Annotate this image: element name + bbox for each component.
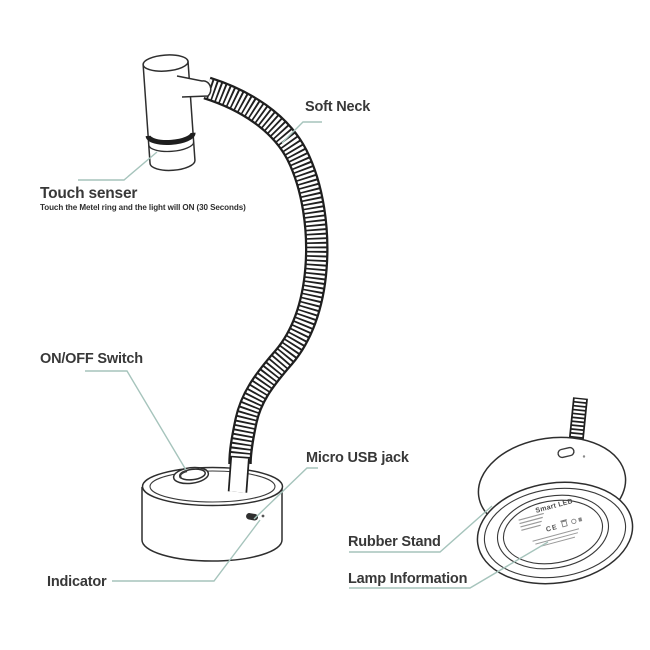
leader-on-off-switch [85, 370, 187, 471]
cert-icon [578, 517, 583, 522]
label-spec-line [520, 520, 542, 528]
callout-rubber-stand: Rubber Stand [348, 534, 441, 550]
label-text-line [535, 532, 579, 545]
indicator-dot [261, 514, 265, 518]
callout-soft-neck: Soft Neck [305, 99, 371, 115]
label-spec-line [518, 512, 544, 521]
leader-soft-neck [281, 121, 322, 144]
head-top-face [142, 54, 189, 72]
base-bottom-view: Smart LED CE [476, 397, 634, 585]
leader-touch-sensor [78, 151, 158, 181]
leader-indicator [112, 519, 261, 582]
lamp-figure [141, 54, 329, 562]
base-bottom-rim [483, 487, 627, 579]
base-top-rim [141, 466, 284, 507]
callout-micro-usb-jack: Micro USB jack [306, 450, 410, 466]
gooseneck [203, 76, 329, 493]
cert-icon [571, 518, 577, 524]
label-spec-line [519, 516, 543, 525]
label-text-line [532, 528, 580, 542]
usb-slot-dot [582, 455, 586, 458]
weee-bin-icon [560, 519, 568, 528]
touch-metal-ring [145, 132, 196, 146]
leader-lamp-information [349, 541, 549, 589]
label-text-line [540, 536, 576, 547]
rubber-ring [496, 494, 610, 570]
callout-indicator: Indicator [47, 574, 107, 590]
base-bottom-face [476, 481, 634, 585]
base-top-inner-rim [149, 470, 276, 503]
leader-rubber-stand [349, 505, 493, 553]
callout-lamp-information: Lamp Information [348, 571, 467, 587]
callout-touch-sensor: Touch senser [40, 185, 137, 202]
leader-lines [78, 121, 549, 589]
callout-on-off-switch: ON/OFF Switch [40, 351, 143, 367]
ce-mark: CE [545, 524, 559, 534]
neck-connector [176, 75, 212, 98]
usb-slot [557, 446, 575, 459]
lamp-head [142, 54, 196, 172]
lamp-base [141, 466, 284, 562]
on-off-switch [172, 466, 210, 485]
leader-micro-usb [253, 467, 318, 520]
label-spec-line [521, 524, 541, 531]
callout-touch-sensor-note: Touch the Metel ring and the light will … [40, 203, 246, 212]
callout-labels: Soft Neck Touch senser Touch the Metel r… [40, 99, 467, 590]
